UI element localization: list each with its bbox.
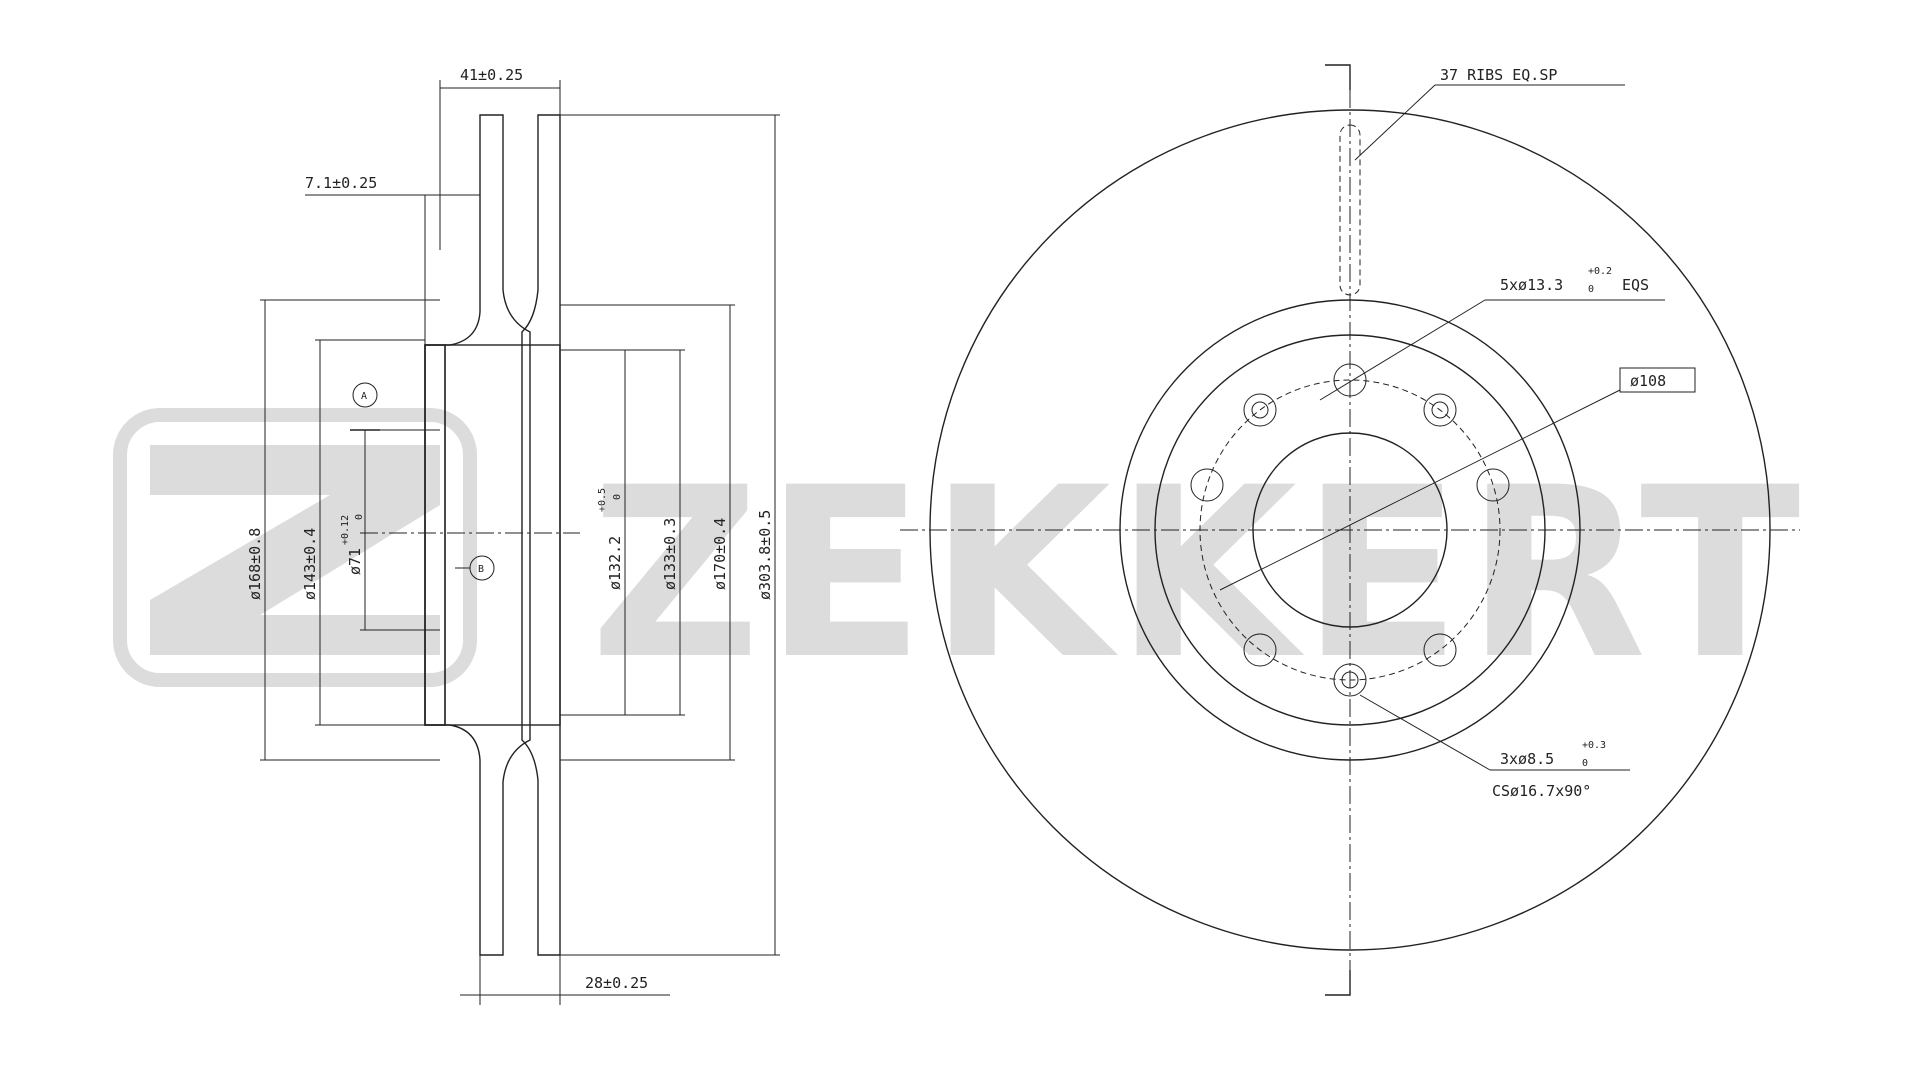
label-screw-holes: 3xø8.5 <box>1500 750 1554 768</box>
dim-dia-303: ø303.8±0.5 <box>756 510 774 600</box>
disc-section-outer-face <box>521 114 561 956</box>
dim-dia-170: ø170±0.4 <box>711 518 729 590</box>
svg-text:0: 0 <box>1588 284 1594 295</box>
dim-dia-133: ø133±0.3 <box>661 518 679 590</box>
svg-text:+0.12: +0.12 <box>340 515 351 545</box>
dim-total-width: 41±0.25 <box>460 66 523 84</box>
svg-text:+0.2: +0.2 <box>1588 266 1612 277</box>
dim-dia-143: ø143±0.4 <box>301 528 319 600</box>
dim-disc-thickness: 28±0.25 <box>585 974 648 992</box>
datum-b: B <box>478 564 484 575</box>
label-countersink: CSø16.7x90° <box>1492 782 1591 800</box>
hub-flange-left <box>424 344 446 726</box>
datum-a: A <box>361 391 367 402</box>
svg-text:+0.5: +0.5 <box>597 488 608 512</box>
svg-text:0: 0 <box>612 494 623 500</box>
dim-flange-thickness: 7.1±0.25 <box>305 174 377 192</box>
svg-text:+0.3: +0.3 <box>1582 740 1606 751</box>
label-pcd: ø108 <box>1630 372 1666 390</box>
svg-text:0: 0 <box>1582 758 1588 769</box>
dim-dia-132: ø132.2 <box>606 536 624 590</box>
dim-dia-71: ø71 <box>346 548 364 575</box>
watermark-logo-box <box>113 408 477 687</box>
label-ribs: 37 RIBS EQ.SP <box>1440 66 1557 84</box>
watermark: ZEKKERT <box>113 408 1804 711</box>
section-view: 41±0.25 7.1±0.25 28±0.25 ø168±0.8 ø143±0… <box>246 66 780 1005</box>
svg-text:0: 0 <box>354 514 365 520</box>
watermark-brand: ZEKKERT <box>590 438 1804 711</box>
svg-text:EQS: EQS <box>1622 276 1649 294</box>
watermark-logo-z <box>150 445 440 655</box>
label-bolt-holes: 5xø13.3 <box>1500 276 1563 294</box>
disc-section-profile <box>424 114 531 956</box>
dim-dia-168: ø168±0.8 <box>246 528 264 600</box>
front-view: 37 RIBS EQ.SP 5xø13.3 +0.2 0 EQS ø108 3x… <box>900 64 1800 996</box>
bolt-holes <box>1190 363 1510 697</box>
